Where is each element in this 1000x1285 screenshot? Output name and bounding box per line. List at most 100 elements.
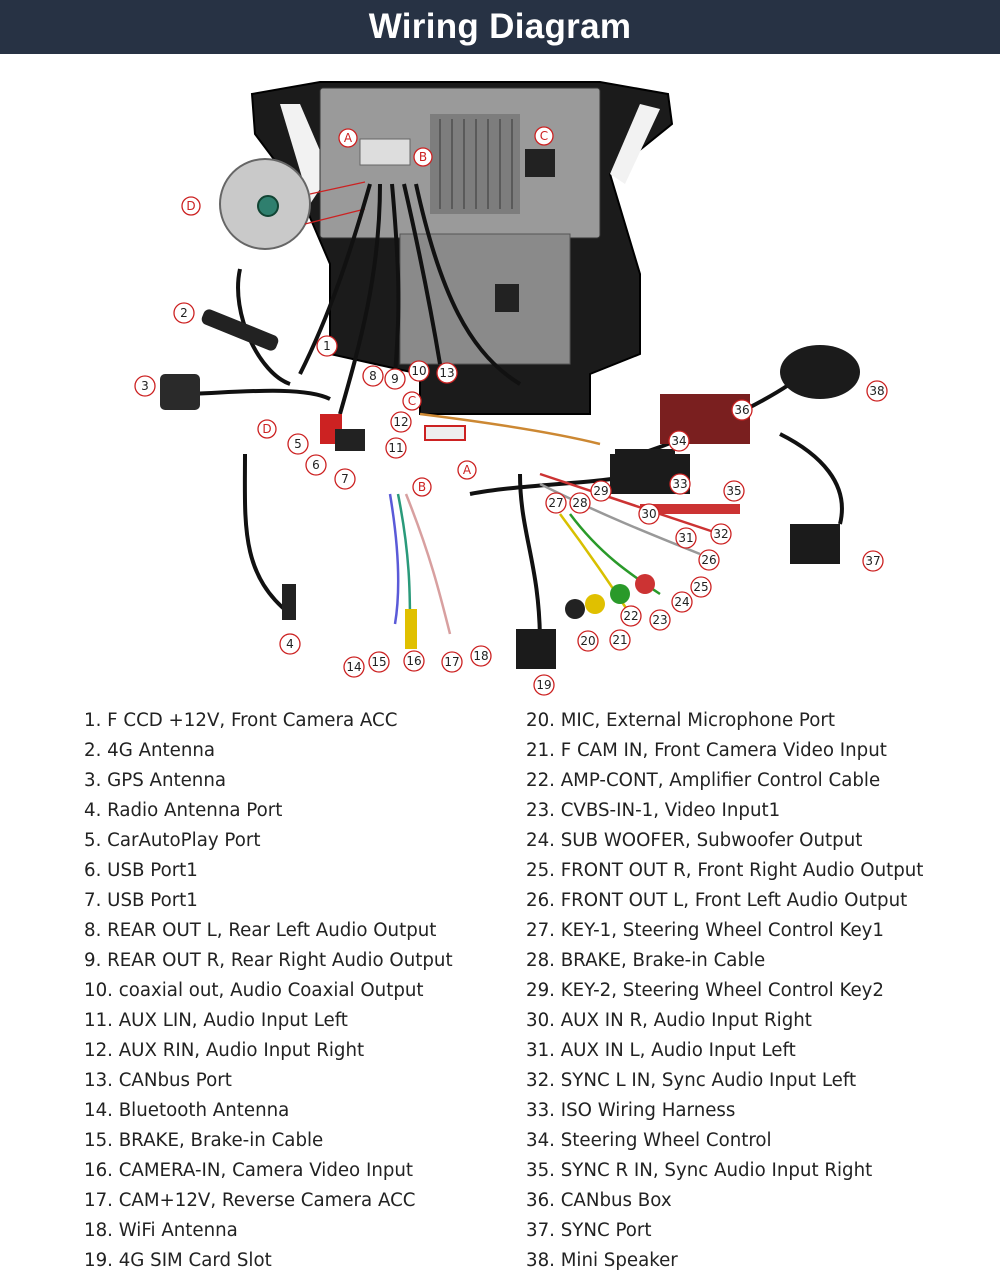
callout-38: 38 <box>866 380 888 402</box>
svg-text:3: 3 <box>141 379 149 393</box>
callout-18: 18 <box>470 645 492 667</box>
svg-text:15: 15 <box>371 655 386 669</box>
letter-callout-a2: A <box>457 460 477 480</box>
svg-text:D: D <box>262 422 271 436</box>
legend-item: 33. ISO Wiring Harness <box>526 1100 736 1121</box>
svg-text:37: 37 <box>865 554 880 568</box>
callout-25: 25 <box>690 576 712 598</box>
legend-item: 3. GPS Antenna <box>84 770 227 791</box>
svg-text:2: 2 <box>180 306 188 320</box>
letter-callouts: A B C D A B C D <box>181 126 554 497</box>
callout-21: 21 <box>609 629 631 651</box>
svg-text:C: C <box>408 394 416 408</box>
legend-item: 30. AUX IN R, Audio Input Right <box>526 1010 812 1031</box>
svg-text:5: 5 <box>294 437 302 451</box>
svg-text:16: 16 <box>406 654 421 668</box>
svg-text:27: 27 <box>548 496 563 510</box>
svg-text:9: 9 <box>391 372 399 386</box>
legend-item: 1. F CCD +12V, Front Camera ACC <box>84 710 398 731</box>
legend-item: 23. CVBS-IN-1, Video Input1 <box>526 800 781 821</box>
callout-23: 23 <box>649 609 671 631</box>
svg-text:20: 20 <box>580 634 595 648</box>
callout-31: 31 <box>675 527 697 549</box>
svg-text:A: A <box>463 463 472 477</box>
callout-34: 34 <box>668 430 690 452</box>
header-bar: Wiring Diagram <box>0 0 1000 54</box>
legend-item: 9. REAR OUT R, Rear Right Audio Output <box>84 950 453 971</box>
legend-item: 25. FRONT OUT R, Front Right Audio Outpu… <box>526 860 924 881</box>
legend-item: 2. 4G Antenna <box>84 740 216 761</box>
svg-text:1: 1 <box>323 339 331 353</box>
callout-26: 26 <box>698 549 720 571</box>
numbered-callouts: 1 2 3 4 5 6 7 8 9 10 11 12 13 14 15 16 1… <box>134 302 888 696</box>
legend-column-left: 1. F CCD +12V, Front Camera ACC 2. 4G An… <box>84 706 453 1276</box>
callout-36: 36 <box>731 399 753 421</box>
callout-22: 22 <box>620 605 642 627</box>
letter-callout-d2: D <box>257 419 277 439</box>
svg-text:25: 25 <box>693 580 708 594</box>
legend-item: 6. USB Port1 <box>84 860 198 881</box>
legend-item: 16. CAMERA-IN, Camera Video Input <box>84 1160 414 1181</box>
svg-text:33: 33 <box>672 477 687 491</box>
svg-text:B: B <box>419 150 427 164</box>
callout-6: 6 <box>305 454 327 476</box>
legend-item: 26. FRONT OUT L, Front Left Audio Output <box>526 890 908 911</box>
legend-item: 20. MIC, External Microphone Port <box>526 710 835 731</box>
legend-item: 36. CANbus Box <box>526 1190 672 1211</box>
svg-text:36: 36 <box>734 403 749 417</box>
callout-8: 8 <box>362 365 384 387</box>
letter-callout-b: B <box>413 147 433 167</box>
callout-7: 7 <box>334 468 356 490</box>
callout-27: 27 <box>545 492 567 514</box>
svg-text:23: 23 <box>652 613 667 627</box>
legend-item: 32. SYNC L IN, Sync Audio Input Left <box>526 1070 857 1091</box>
svg-text:29: 29 <box>593 484 608 498</box>
page-title: Wiring Diagram <box>368 7 632 46</box>
zoom-detail <box>219 158 366 250</box>
legend-item: 38. Mini Speaker <box>526 1250 678 1271</box>
callout-17: 17 <box>441 651 463 673</box>
letter-callout-c: C <box>534 126 554 146</box>
svg-text:14: 14 <box>346 660 361 674</box>
callout-33: 33 <box>669 473 691 495</box>
legend-item: 37. SYNC Port <box>526 1220 652 1241</box>
legend-item: 11. AUX LIN, Audio Input Left <box>84 1010 348 1031</box>
legend-item: 4. Radio Antenna Port <box>84 800 283 821</box>
svg-text:32: 32 <box>713 527 728 541</box>
legend-item: 27. KEY-1, Steering Wheel Control Key1 <box>526 920 885 941</box>
callout-4: 4 <box>279 633 301 655</box>
legend-column-right: 20. MIC, External Microphone Port 21. F … <box>526 706 923 1276</box>
callout-37: 37 <box>862 550 884 572</box>
head-unit <box>250 81 674 415</box>
legend-item: 17. CAM+12V, Reverse Camera ACC <box>84 1190 416 1211</box>
callout-19: 19 <box>533 674 555 696</box>
svg-text:C: C <box>540 129 548 143</box>
callout-5: 5 <box>287 433 309 455</box>
callout-29: 29 <box>590 480 612 502</box>
svg-text:11: 11 <box>388 441 403 455</box>
letter-callout-a: A <box>338 128 358 148</box>
svg-text:B: B <box>418 480 426 494</box>
callout-24: 24 <box>671 591 693 613</box>
legend-item: 7. USB Port1 <box>84 890 198 911</box>
svg-text:17: 17 <box>444 655 459 669</box>
svg-text:34: 34 <box>671 434 686 448</box>
svg-text:A: A <box>344 131 353 145</box>
legend-item: 13. CANbus Port <box>84 1070 232 1091</box>
svg-text:18: 18 <box>473 649 488 663</box>
wiring-diagram: 1 2 3 4 5 6 7 8 9 10 11 12 13 14 15 16 1… <box>0 54 1000 704</box>
legend-item: 8. REAR OUT L, Rear Left Audio Output <box>84 920 437 941</box>
legend-item: 15. BRAKE, Brake-in Cable <box>84 1130 324 1151</box>
callout-20: 20 <box>577 630 599 652</box>
svg-text:26: 26 <box>701 553 716 567</box>
callout-30: 30 <box>638 503 660 525</box>
svg-text:35: 35 <box>726 484 741 498</box>
letter-callout-c2: C <box>402 391 422 411</box>
svg-text:7: 7 <box>341 472 349 486</box>
callout-11: 11 <box>385 437 407 459</box>
svg-text:6: 6 <box>312 458 320 472</box>
svg-text:10: 10 <box>411 364 426 378</box>
legend-item: 5. CarAutoPlay Port <box>84 830 261 851</box>
svg-text:22: 22 <box>623 609 638 623</box>
svg-text:24: 24 <box>674 595 689 609</box>
